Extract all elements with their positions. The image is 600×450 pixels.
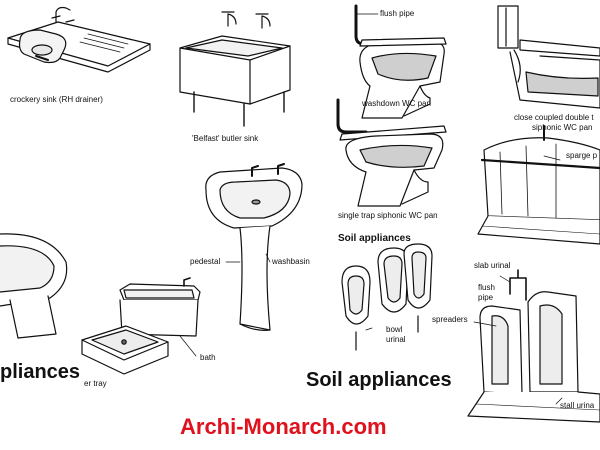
close-coupled-wc-drawing	[497, 5, 600, 109]
slab-urinal-label: slab urinal	[474, 261, 511, 270]
bowl-urinal-drawing	[341, 243, 433, 351]
bidet-drawing	[0, 233, 68, 339]
sparge-pipe-label: sparge p	[566, 151, 598, 160]
leader-lines	[179, 13, 563, 405]
pedestal-label: pedestal	[190, 257, 221, 266]
soil-appliances-heading-small: Soil appliances	[338, 233, 411, 244]
washbasin-drawing	[205, 163, 303, 331]
stall-urinal-label: stall urina	[560, 401, 595, 410]
close-coupled-wc-label-2: siphonic WC pan	[532, 123, 593, 132]
single-trap-wc-drawing	[336, 98, 447, 207]
crockery-sink-drawing	[7, 6, 151, 73]
watermark-text: Archi-Monarch.com	[180, 414, 387, 439]
appliances-heading-partial: pliances	[0, 361, 81, 383]
spreaders-label: spreaders	[432, 315, 468, 324]
bowl-urinal-label-1: bowl	[386, 325, 403, 334]
flush-pipe-label-2: pipe	[478, 293, 494, 302]
slab-urinal-drawing	[477, 125, 600, 245]
washbasin-label: washbasin	[272, 257, 310, 266]
soil-appliances-heading-large: Soil appliances	[306, 369, 452, 391]
flush-pipe-label-top: flush pipe	[380, 9, 415, 18]
stall-urinal-drawing	[467, 269, 600, 423]
belfast-sink-label: 'Belfast' butler sink	[192, 134, 259, 143]
single-trap-wc-label: single trap siphonic WC pan	[338, 211, 438, 220]
bowl-urinal-label-2: urinal	[386, 335, 406, 344]
washdown-wc-drawing	[354, 4, 447, 119]
belfast-sink-drawing	[179, 11, 291, 127]
bath-drawing	[119, 277, 201, 337]
close-coupled-wc-label-1: close coupled double t	[514, 113, 594, 122]
shower-tray-drawing	[81, 325, 169, 375]
washdown-wc-label: washdown WC pan	[362, 99, 431, 108]
shower-tray-label: er tray	[84, 379, 107, 388]
flush-pipe-label-1: flush	[478, 283, 495, 292]
bath-label: bath	[200, 353, 216, 362]
crockery-sink-label: crockery sink (RH drainer)	[10, 95, 103, 104]
